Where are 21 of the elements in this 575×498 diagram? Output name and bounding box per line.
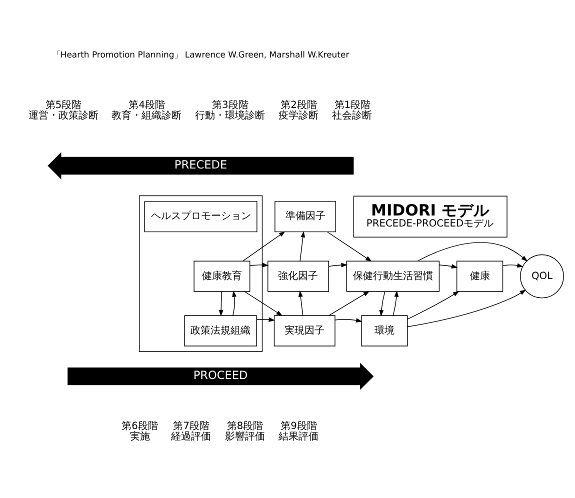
label: 第3段階: [212, 99, 248, 110]
label: 実施: [130, 430, 150, 442]
label: PRECEDE: [174, 158, 228, 171]
label: 第5段階: [45, 99, 82, 110]
label: 第2段階: [280, 99, 317, 110]
label: PROCEED: [193, 368, 248, 382]
label: 第8段階: [226, 420, 264, 432]
label: 第7段階: [173, 420, 210, 432]
label: 第4段階: [128, 99, 165, 110]
label: 影響評価: [224, 430, 265, 442]
label: 運営・政策診断: [28, 110, 98, 122]
label: 第1段階: [334, 99, 371, 110]
label: 疫学診断: [278, 110, 318, 122]
label: 社会診断: [332, 110, 372, 122]
label: 第9段階: [280, 420, 317, 432]
label: 行動・環境診断: [195, 110, 266, 122]
label: 結果評価: [278, 430, 318, 442]
label: 「Hearth Promotion Planning」 Lawrence W.Green, Marshall W.Kreuter: [52, 49, 350, 60]
label: 第6段階: [122, 420, 158, 432]
label: 教育・組織診断: [112, 110, 182, 122]
label: 経過評価: [171, 430, 212, 442]
